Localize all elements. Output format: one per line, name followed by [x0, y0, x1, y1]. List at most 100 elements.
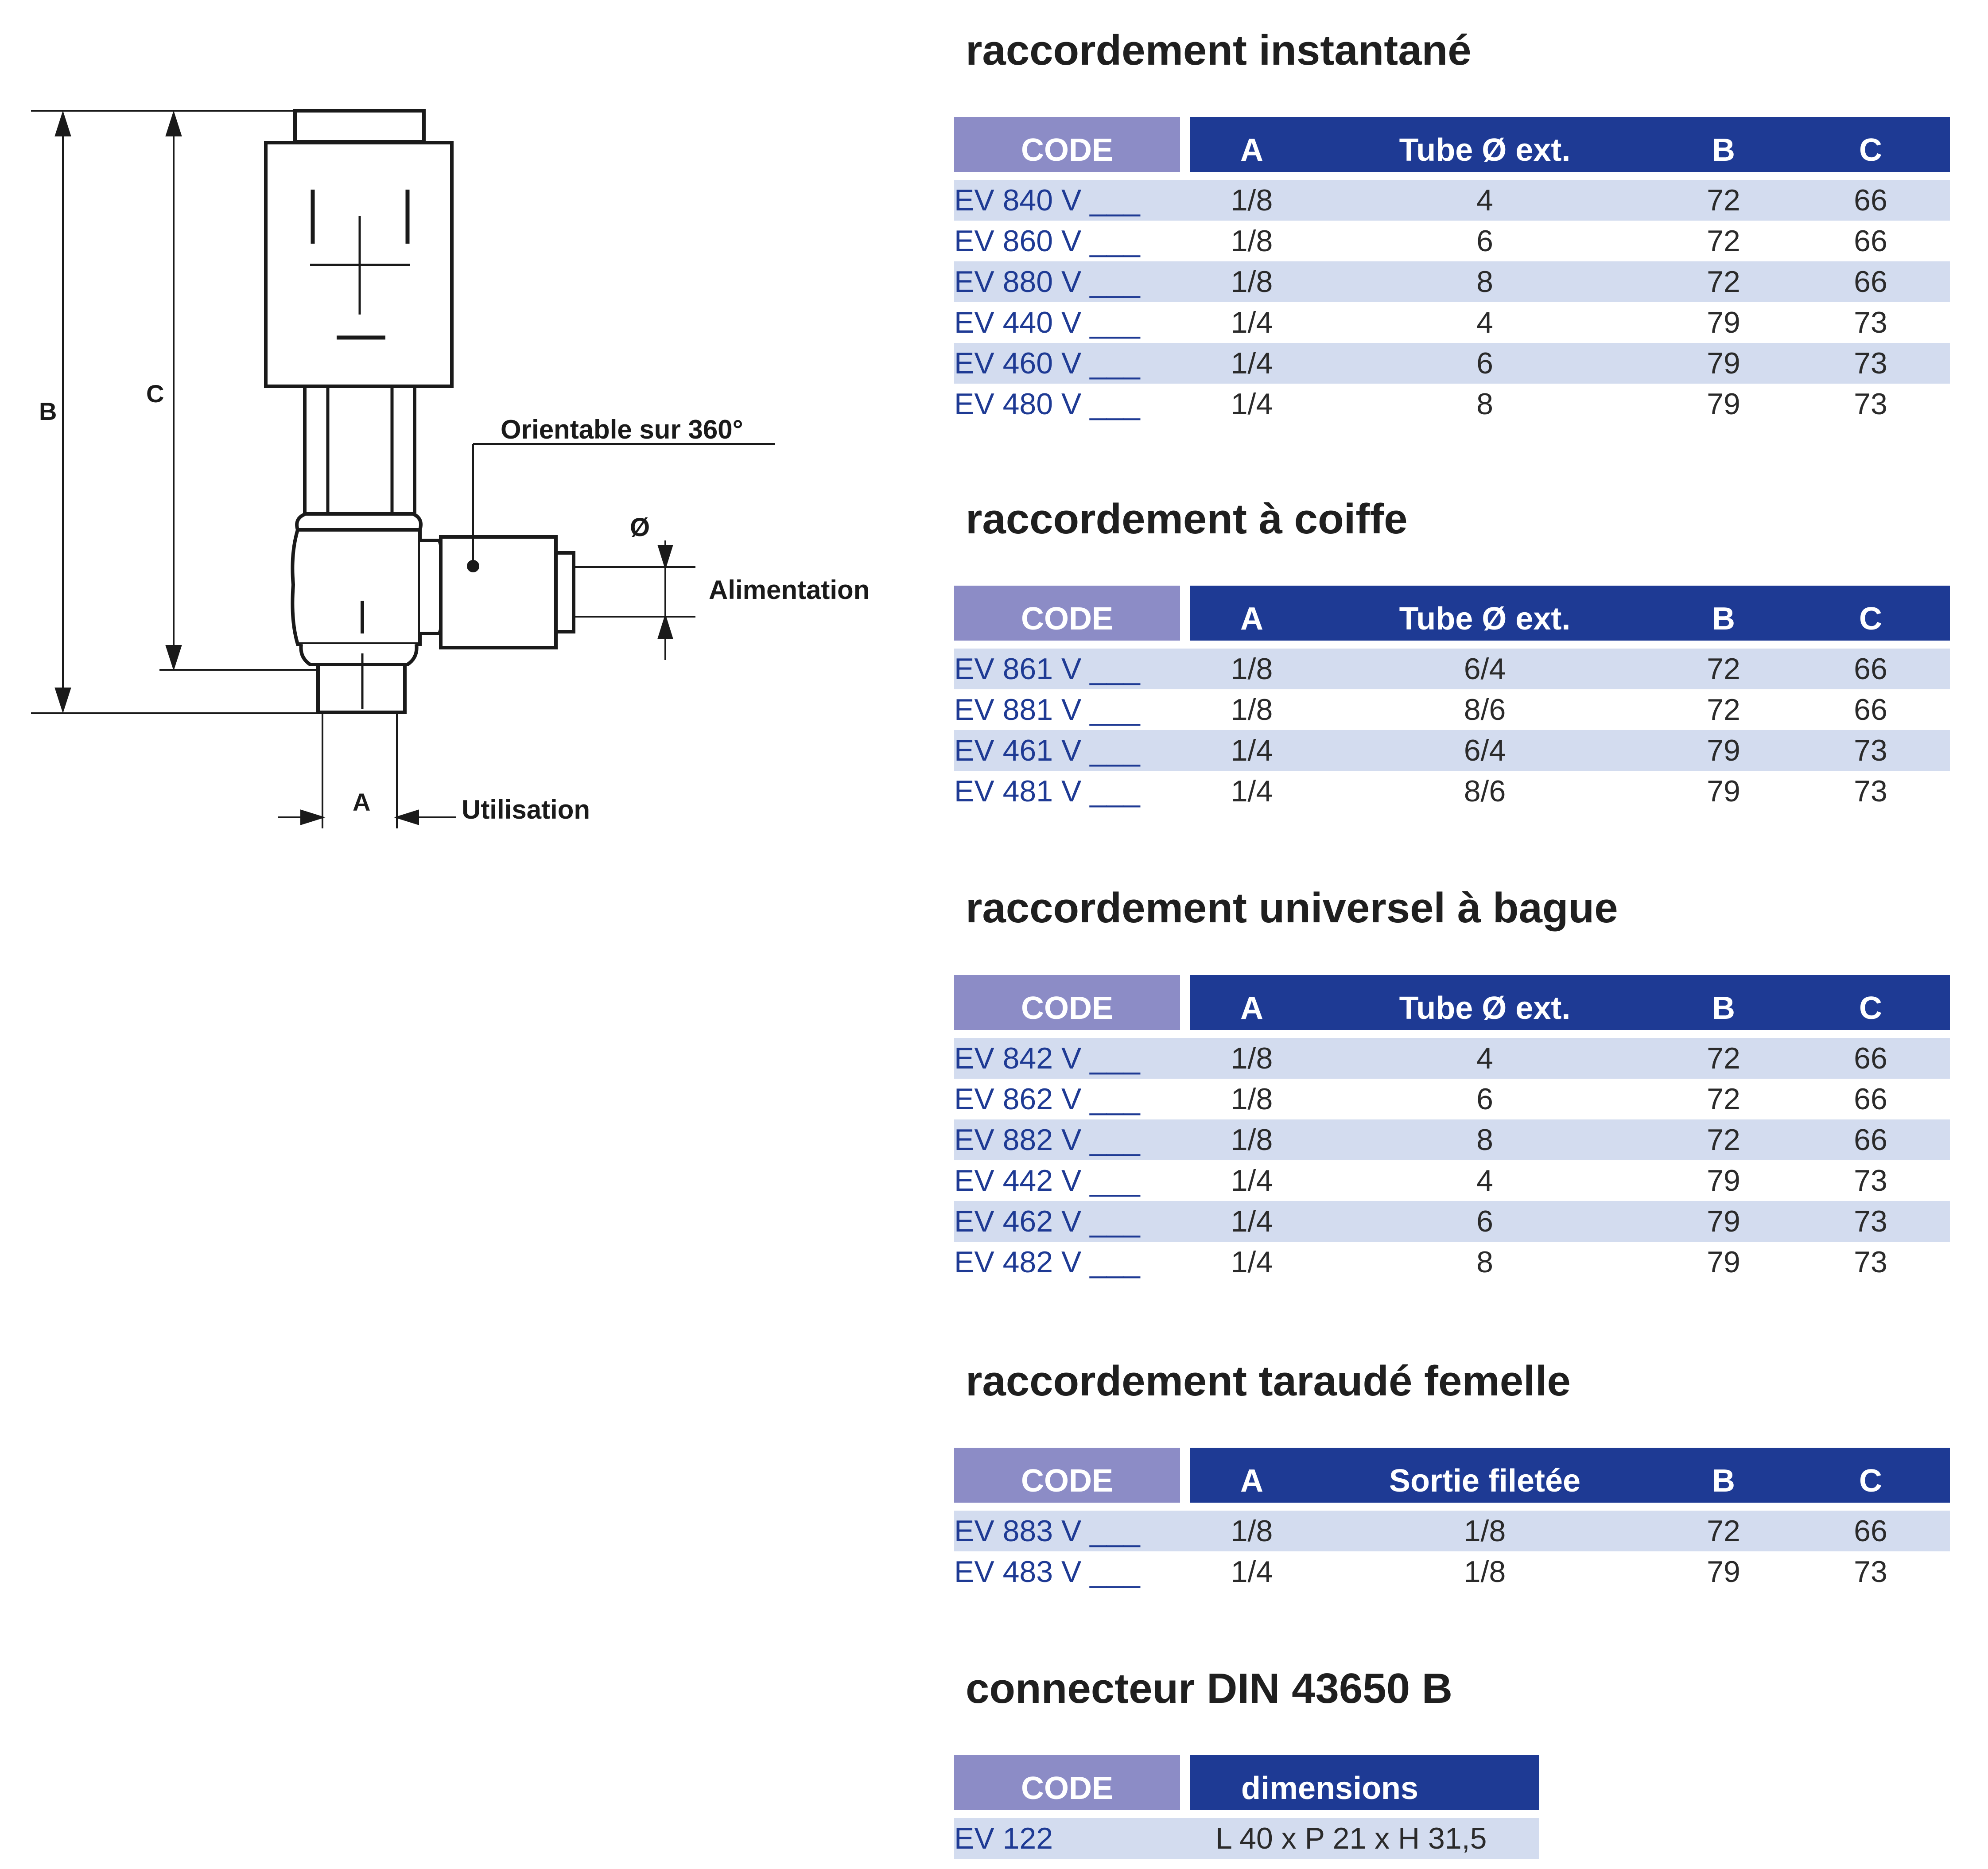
cell-dimensions: L 40 x P 21 x H 31,5	[1190, 1818, 1539, 1859]
cell-tube: 8	[1314, 1242, 1656, 1282]
cell-a: 1/4	[1190, 343, 1314, 384]
cell-tube: 6/4	[1314, 730, 1656, 771]
cell-a: 1/4	[1190, 1551, 1314, 1592]
cell-b: 72	[1656, 1079, 1791, 1119]
cell-b: 79	[1656, 1242, 1791, 1282]
cell-a: 1/4	[1190, 1242, 1314, 1282]
cell-a: 1/4	[1190, 302, 1314, 343]
cell-code: EV 482 V ___	[954, 1242, 1190, 1282]
cell-b: 79	[1656, 1551, 1791, 1592]
cell-code: EV 460 V ___	[954, 343, 1190, 384]
dimension-c-label: C	[146, 380, 164, 408]
cell-code: EV 461 V ___	[954, 730, 1190, 771]
cell-c: 73	[1791, 1242, 1950, 1282]
cell-code: EV 442 V ___	[954, 1160, 1190, 1201]
cell-a: 1/4	[1190, 1160, 1314, 1201]
cell-b: 72	[1656, 689, 1791, 730]
cell-c: 73	[1791, 1160, 1950, 1201]
cell-tube: 6	[1314, 1079, 1656, 1119]
cell-c: 66	[1791, 1119, 1950, 1160]
cell-c: 66	[1791, 261, 1950, 302]
cell-tube: 6	[1314, 221, 1656, 261]
cell-tube: 8/6	[1314, 771, 1656, 812]
cell-b: 79	[1656, 302, 1791, 343]
cell-code: EV 480 V ___	[954, 384, 1190, 424]
cell-b: 79	[1656, 771, 1791, 812]
cell-code: EV 862 V ___	[954, 1079, 1190, 1119]
utilisation-label: Utilisation	[462, 795, 590, 824]
valve-dimension-drawing: B C A Orientable sur 360° Ø Alimentation…	[31, 109, 870, 828]
section-title-connecteur: connecteur DIN 43650 B	[966, 1665, 1453, 1712]
section-title-taraude: raccordement taraudé femelle	[966, 1357, 1571, 1405]
cell-code: EV 861 V ___	[954, 649, 1190, 689]
cell-a: 1/4	[1190, 384, 1314, 424]
col-header-tube: Tube Ø ext.	[1314, 586, 1656, 649]
section-title-universel: raccordement universel à bague	[966, 884, 1618, 932]
cell-b: 72	[1656, 180, 1791, 221]
col-header-b: B	[1656, 975, 1791, 1038]
cell-c: 73	[1791, 384, 1950, 424]
cell-code: EV 481 V ___	[954, 771, 1190, 812]
col-header-c: C	[1791, 975, 1950, 1038]
cell-code: EV 842 V ___	[954, 1038, 1190, 1079]
cell-c: 66	[1791, 180, 1950, 221]
cell-c: 66	[1791, 689, 1950, 730]
cell-code: EV 440 V ___	[954, 302, 1190, 343]
table-taraude: CODE A Sortie filetée B C EV 883 V ___1/…	[954, 1448, 1950, 1592]
cell-a: 1/8	[1190, 1119, 1314, 1160]
cell-tube: 4	[1314, 180, 1656, 221]
cell-tube: 8	[1314, 261, 1656, 302]
cell-tube: 6	[1314, 1201, 1656, 1242]
cell-b: 79	[1656, 384, 1791, 424]
cell-a: 1/8	[1190, 180, 1314, 221]
cell-a: 1/8	[1190, 221, 1314, 261]
cell-b: 79	[1656, 343, 1791, 384]
cell-code: EV 883 V ___	[954, 1511, 1190, 1551]
col-header-c: C	[1791, 586, 1950, 649]
cell-a: 1/8	[1190, 1038, 1314, 1079]
cell-b: 79	[1656, 1201, 1791, 1242]
col-header-c: C	[1791, 1448, 1950, 1511]
col-header-b: B	[1656, 117, 1791, 180]
cell-b: 72	[1656, 261, 1791, 302]
col-header-sortie: Sortie filetée	[1314, 1448, 1656, 1511]
col-header-dimensions: dimensions	[1190, 1755, 1539, 1818]
cell-code: EV 881 V ___	[954, 689, 1190, 730]
col-header-code: CODE	[954, 1448, 1190, 1511]
cell-b: 72	[1656, 1511, 1791, 1551]
cell-code: EV 840 V ___	[954, 180, 1190, 221]
cell-tube: 6	[1314, 343, 1656, 384]
cell-code: EV 462 V ___	[954, 1201, 1190, 1242]
cell-c: 66	[1791, 1079, 1950, 1119]
col-header-b: B	[1656, 586, 1791, 649]
orientable-label: Orientable sur 360°	[501, 415, 743, 444]
col-header-tube: Tube Ø ext.	[1314, 117, 1656, 180]
col-header-tube: Tube Ø ext.	[1314, 975, 1656, 1038]
dimension-b-label: B	[39, 397, 57, 425]
cell-tube: 4	[1314, 1160, 1656, 1201]
col-header-code: CODE	[954, 586, 1190, 649]
cell-c: 73	[1791, 1551, 1950, 1592]
cell-code: EV 483 V ___	[954, 1551, 1190, 1592]
cell-a: 1/8	[1190, 1511, 1314, 1551]
section-title-coiffe: raccordement à coiffe	[966, 495, 1408, 543]
cell-tube: 8	[1314, 1119, 1656, 1160]
cell-a: 1/4	[1190, 771, 1314, 812]
diameter-label: Ø	[630, 513, 650, 542]
cell-a: 1/4	[1190, 730, 1314, 771]
